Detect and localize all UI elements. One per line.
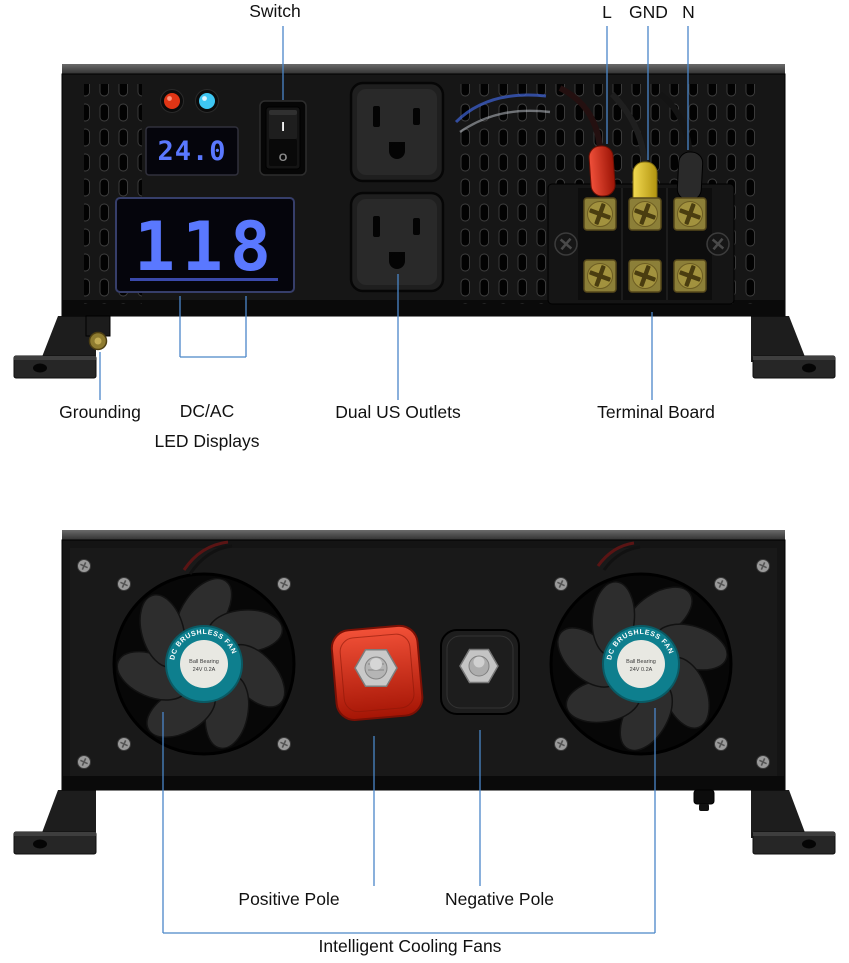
label-terminal-gnd: GND (629, 2, 668, 22)
positive-pole-terminal (330, 624, 424, 721)
rocker-switch: I O (259, 100, 307, 176)
rear-inverter: DC BRUSHLESS FAN Ball Bearing 24V 0.2A (13, 530, 836, 855)
terminal-block (547, 85, 735, 305)
mounting-bracket-front-right (751, 316, 836, 379)
fan-center-text-left-2: 24V 0.2A (193, 667, 216, 673)
power-led-red (160, 89, 184, 113)
cooling-fan-left: DC BRUSHLESS FAN Ball Bearing 24V 0.2A (112, 540, 296, 756)
switch-on-mark: I (281, 119, 285, 134)
label-cooling-fans: Intelligent Cooling Fans (318, 936, 502, 956)
wire-boot-live (588, 145, 616, 197)
label-terminal-l: L (602, 2, 612, 22)
label-terminal-board: Terminal Board (597, 402, 715, 422)
switch-off-mark: O (279, 152, 288, 164)
mounting-bracket-front-left (13, 316, 97, 379)
fan-center-text-right-2: 24V 0.2A (630, 667, 653, 673)
power-led-blue (195, 89, 219, 113)
label-terminal-n: N (682, 2, 695, 22)
mounting-bracket-rear-left (13, 790, 97, 855)
us-outlet-top (349, 81, 445, 183)
label-switch: Switch (249, 1, 301, 21)
negative-pole-terminal (440, 629, 520, 715)
mounting-bracket-rear-right (751, 790, 836, 855)
cooling-fan-right: DC BRUSHLESS FAN Ball Bearing 24V 0.2A (549, 541, 733, 756)
fan-center-text-right-1: Ball Bearing (626, 659, 656, 665)
dc-voltage-value: 24.0 (157, 136, 226, 167)
label-positive-pole: Positive Pole (238, 889, 340, 909)
dc-voltage-display: 24.0 (145, 126, 239, 176)
ac-output-display: 118 (115, 197, 295, 293)
label-grounding: Grounding (59, 402, 141, 422)
label-led-displays-line2: LED Displays (154, 431, 260, 451)
label-dual-outlets: Dual US Outlets (335, 402, 461, 422)
callout-lines (99, 26, 689, 934)
wire-boot-neutral (676, 151, 704, 201)
fan-center-text-left-1: Ball Bearing (189, 659, 219, 665)
label-led-displays-line1: DC/AC (179, 401, 235, 421)
front-inverter: 24.0 I O 118 (13, 64, 836, 379)
label-negative-pole: Negative Pole (445, 889, 554, 909)
grounding-screw (85, 315, 111, 351)
ac-output-value: 118 (134, 208, 278, 287)
us-outlet-bottom (349, 191, 445, 293)
rear-ground-stud (693, 789, 715, 811)
